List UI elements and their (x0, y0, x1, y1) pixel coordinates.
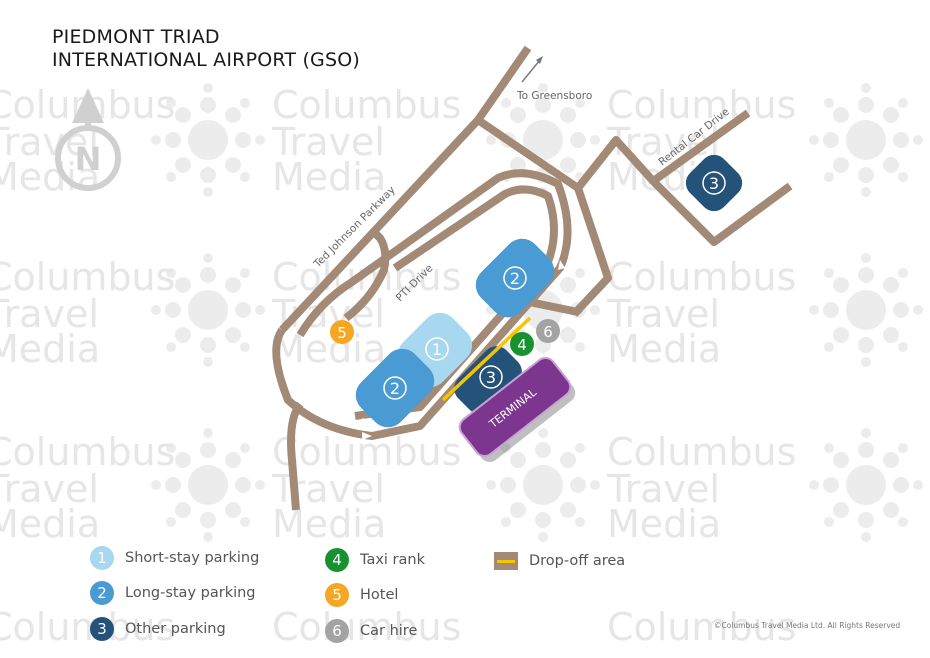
watermark-text: Columbus (272, 83, 461, 127)
watermark-text: Media (272, 502, 386, 546)
legend-label: Other parking (125, 621, 226, 637)
copyright-notice: ©Columbus Travel Media Ltd. All Rights R… (714, 621, 901, 630)
watermark-text: Media (272, 327, 386, 371)
legend-item-taxi: 4 Taxi rank (325, 548, 425, 572)
road-label-to-greensboro: To Greensboro (516, 90, 592, 102)
terminal-building: TERMINAL (458, 356, 576, 463)
arrow-icon (362, 432, 372, 440)
watermark-text: Media (0, 327, 100, 371)
legend-label: Hotel (360, 587, 399, 603)
legend-dot: 2 (90, 581, 114, 605)
watermark-text: Columbus (607, 83, 796, 127)
road-rental-car (649, 109, 751, 186)
legend-label: Drop-off area (529, 553, 626, 569)
watermark-text: Travel (271, 120, 385, 164)
arrow-icon (568, 248, 575, 258)
dropoff-swatch-icon (494, 552, 518, 570)
legend-item-hotel: 5 Hotel (325, 583, 398, 607)
north-compass-icon: N (55, 88, 121, 191)
watermark-text: Media (607, 502, 721, 546)
legend-item-short-stay: 1 Short-stay parking (90, 546, 259, 570)
road-outer-loop (272, 169, 572, 440)
parking-lot-other-terminal: 3 (454, 346, 522, 414)
parking-lot-number: 2 (390, 379, 400, 398)
parking-lot-number: 2 (510, 269, 520, 288)
legend-label: Taxi rank (360, 552, 425, 568)
marker-number: 5 (337, 324, 347, 342)
watermark-text: Travel (0, 292, 99, 336)
car-hire-marker: 6 (536, 319, 560, 343)
compass-letter: N (75, 140, 102, 178)
parking-lot-other-rental: 3 (685, 154, 743, 212)
watermark-text: Media (0, 502, 100, 546)
watermark-text: Columbus (607, 255, 796, 299)
marker-number: 4 (517, 336, 527, 354)
watermark-text: Media (0, 155, 100, 199)
legend-dot: 3 (90, 617, 114, 641)
taxi-rank-marker: 4 (510, 332, 534, 356)
parking-lot-number: 3 (486, 368, 496, 387)
road-network (272, 45, 793, 511)
legend-item-dropoff: Drop-off area (494, 552, 625, 570)
watermark-text: Columbus (272, 605, 461, 649)
watermark: Columbus Travel Media Columbus Travel Me… (0, 83, 923, 649)
parking-lot-long-stay-south: 2 (355, 348, 435, 428)
parking-lot-number: 3 (709, 174, 719, 193)
arrow-icon (362, 418, 372, 426)
arrow-icon (558, 260, 565, 270)
road-ted-johnson (343, 231, 390, 322)
watermark-text: Columbus (0, 605, 175, 649)
to-greensboro-arrow-icon (521, 56, 543, 83)
hotel-marker: 5 (330, 320, 354, 344)
marker-number: 6 (543, 323, 553, 341)
watermark-text: Columbus (272, 255, 461, 299)
legend-dot: 5 (325, 583, 349, 607)
watermark-text: Columbus (0, 255, 175, 299)
road-inner-loop (354, 185, 558, 420)
watermark-text: Travel (0, 467, 99, 511)
legend-dot: 4 (325, 548, 349, 572)
parking-lot-number: 1 (432, 340, 442, 359)
road-southwest-spur (287, 401, 304, 511)
road-connector-right (574, 186, 612, 313)
legend-item-other: 3 Other parking (90, 617, 226, 641)
legend-dot: 6 (325, 619, 349, 643)
title-line-2: INTERNATIONAL AIRPORT (GSO) (52, 49, 361, 71)
watermark-text: Travel (606, 292, 720, 336)
road-rental-car-lower (651, 179, 793, 246)
lane-arrows (362, 248, 575, 440)
legend-item-car-hire: 6 Car hire (325, 619, 417, 643)
legend-label: Short-stay parking (125, 550, 260, 566)
legend-item-long-stay: 2 Long-stay parking (90, 581, 256, 605)
parking-lot-long-stay-north: 2 (475, 238, 555, 318)
legend-label: Car hire (360, 623, 418, 639)
page-title: PIEDMONT TRIAD INTERNATIONAL AIRPORT (GS… (52, 26, 360, 72)
watermark-text: Columbus (607, 430, 796, 474)
dropoff-area (441, 316, 532, 402)
watermark-text: Columbus (0, 430, 175, 474)
watermark-text: Media (607, 327, 721, 371)
watermark-text: Media (272, 155, 386, 199)
legend-label: Long-stay parking (125, 585, 256, 601)
watermark-text: Columbus (607, 605, 796, 649)
legend-dot: 1 (90, 546, 114, 570)
watermark-text: Travel (606, 467, 720, 511)
title-line-1: PIEDMONT TRIAD (52, 26, 220, 48)
